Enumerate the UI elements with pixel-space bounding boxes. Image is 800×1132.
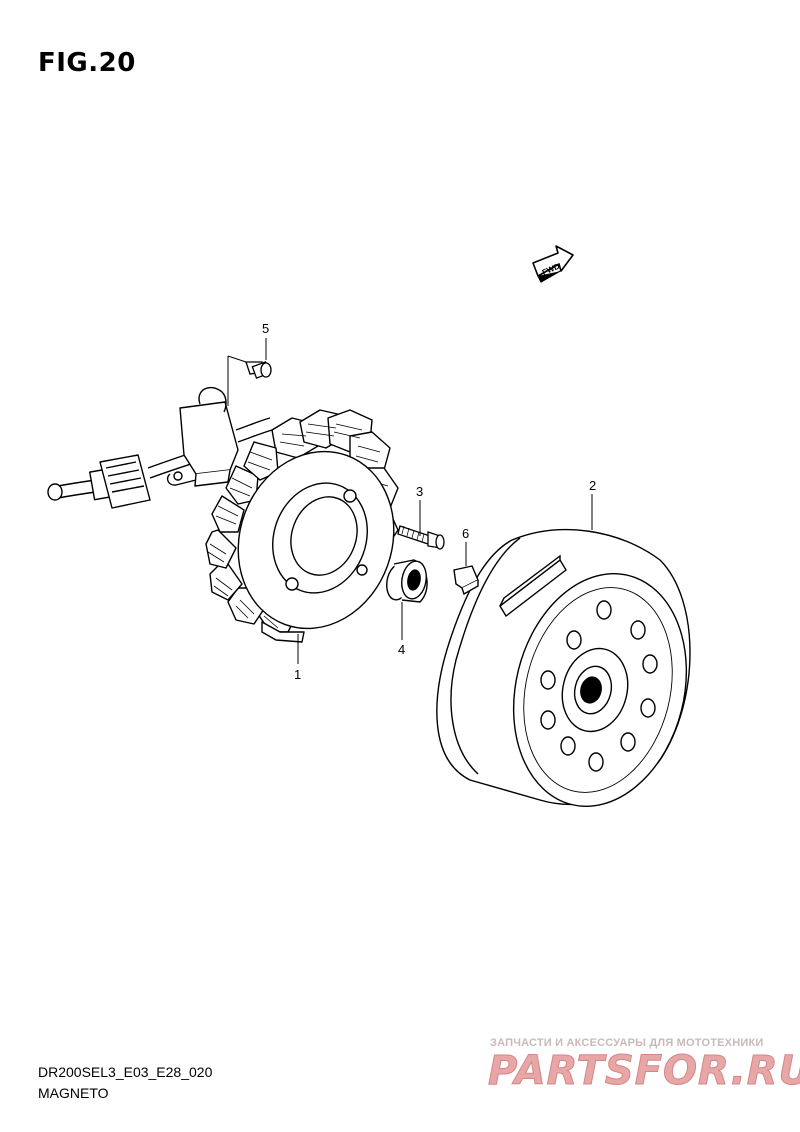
callout-3: 3 xyxy=(416,484,423,499)
diagram-code: DR200SEL3_E03_E28_020 xyxy=(38,1064,213,1080)
leader-lines xyxy=(227,338,593,664)
bolt xyxy=(397,525,445,550)
figure-title: FIG.20 xyxy=(38,48,136,78)
callout-2: 2 xyxy=(589,478,596,493)
callout-5: 5 xyxy=(262,321,269,336)
diagram-name: MAGNETO xyxy=(38,1085,109,1101)
stator-assembly xyxy=(47,386,399,643)
rotor-holes xyxy=(540,600,658,772)
callout-1: 1 xyxy=(294,667,301,682)
callout-4: 4 xyxy=(398,642,405,657)
woodruff-key xyxy=(453,565,479,596)
callout-6: 6 xyxy=(462,526,469,541)
fwd-arrow-icon: FWD xyxy=(532,245,574,283)
watermark-logo: PARTSFOR.RU xyxy=(487,1048,800,1095)
washer xyxy=(386,559,428,603)
watermark-tagline: ЗАПЧАСТИ И АКСЕССУАРЫ ДЛЯ МОТОТЕХНИКИ xyxy=(490,1037,764,1049)
screw xyxy=(245,361,272,379)
rotor-flywheel xyxy=(436,528,691,807)
